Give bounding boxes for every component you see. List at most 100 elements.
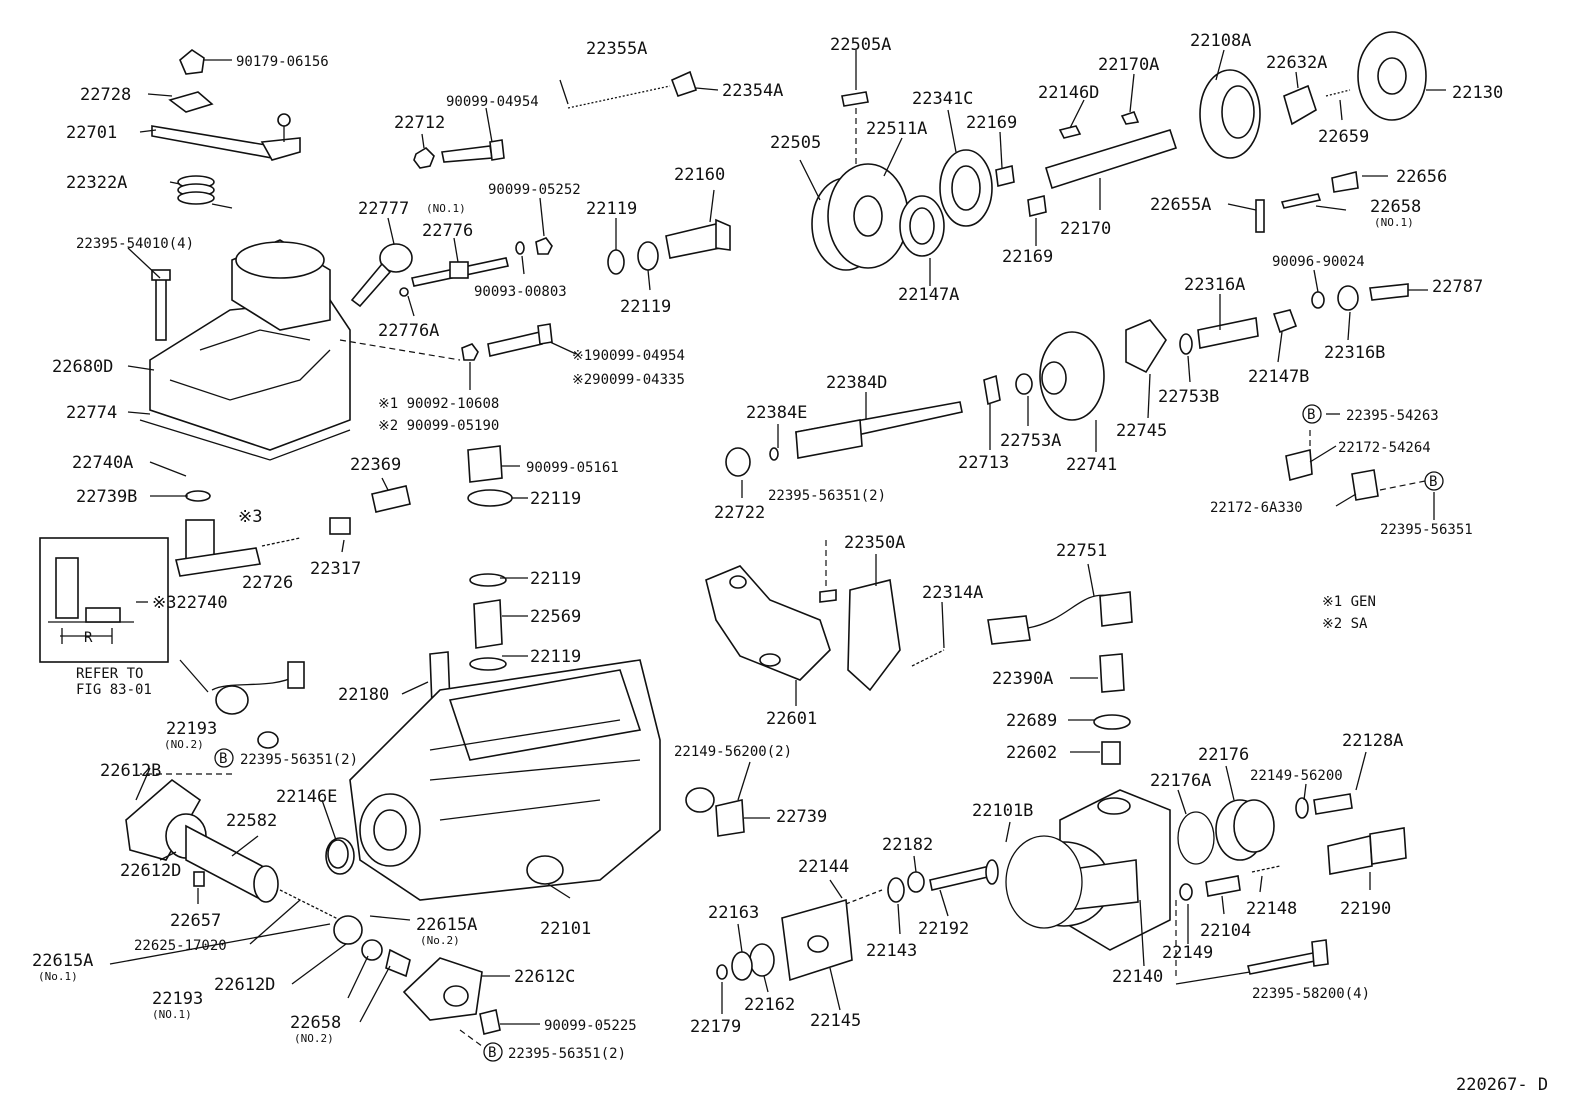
part-callout: 22751	[1056, 541, 1107, 561]
part-callout: 90179-06156	[236, 54, 329, 70]
part-callout: 22612D	[214, 975, 275, 995]
part-callout: 22739B	[76, 487, 137, 507]
part-callout: 22190	[1340, 899, 1391, 919]
part-callout-note: (NO.1)	[426, 202, 466, 215]
note-gen: ※1 GEN	[1322, 594, 1376, 610]
part-callout: 22395-54263	[1346, 408, 1439, 424]
part-callout: 22658	[290, 1013, 341, 1033]
part-callout: 22395-58200(4)	[1252, 986, 1370, 1002]
part-callout: 22602	[1006, 743, 1057, 763]
part-callout: 22355A	[586, 39, 647, 59]
part-callout: 22384E	[746, 403, 807, 423]
part-callout: 22317	[310, 559, 361, 579]
part-callout: 22144	[798, 857, 849, 877]
part-callout: 22140	[1112, 967, 1163, 987]
bolt-marker-letter: B	[488, 1045, 496, 1061]
part-callout: 22612C	[514, 967, 575, 987]
part-callout: 22390A	[992, 669, 1053, 689]
bolt-marker-b	[1424, 471, 1444, 491]
part-callout-note: (No.1)	[38, 970, 78, 983]
part-callout: 22148	[1246, 899, 1297, 919]
part-callout: ※190099-04954	[572, 348, 685, 364]
part-callout: 22314A	[922, 583, 983, 603]
part-callout: 90093-00803	[474, 284, 567, 300]
part-callout: 22108A	[1190, 31, 1251, 51]
part-callout-note: (NO.2)	[294, 1032, 334, 1045]
part-callout: 22160	[674, 165, 725, 185]
bolt-marker-letter: B	[1429, 474, 1437, 490]
part-callout: ※322740	[152, 593, 228, 613]
part-callout: 22316B	[1324, 343, 1385, 363]
part-callout: 22612B	[100, 761, 161, 781]
part-callout: 22656	[1396, 167, 1447, 187]
leader-lines	[109, 49, 1446, 1053]
part-callout: 22777	[358, 199, 409, 219]
bolt-marker-b	[214, 748, 234, 768]
part-callout: 22176	[1198, 745, 1249, 765]
part-callout: 22149-56200(2)	[674, 744, 792, 760]
part-callout: 22601	[766, 709, 817, 729]
part-callout: 22341C	[912, 89, 973, 109]
part-callout: 22395-56351(2)	[240, 752, 358, 768]
part-callout: 22658	[1370, 197, 1421, 217]
part-callout: 22689	[1006, 711, 1057, 731]
part-callout: 22130	[1452, 83, 1503, 103]
part-callout: 22582	[226, 811, 277, 831]
part-callout: 22774	[66, 403, 117, 423]
part-callout: 22193	[152, 989, 203, 1009]
part-callout: 22176A	[1150, 771, 1211, 791]
part-callout: 22316A	[1184, 275, 1245, 295]
part-callout: 22505A	[830, 35, 891, 55]
part-callout: 22128A	[1342, 731, 1403, 751]
diagram-id: 220267- D	[1456, 1075, 1548, 1095]
part-callout: 22728	[80, 85, 131, 105]
part-callout: 22119	[530, 647, 581, 667]
part-callout: 22659	[1318, 127, 1369, 147]
part-callout: 22149-56200	[1250, 768, 1343, 784]
part-callout: 90099-05225	[544, 1018, 637, 1034]
part-callout: 22119	[530, 569, 581, 589]
part-callout: 22147A	[898, 285, 959, 305]
part-callout: 22395-56351	[1380, 522, 1473, 538]
bolt-marker-letter: B	[1307, 407, 1315, 423]
part-callout: 22740A	[72, 453, 133, 473]
parts-drawing	[39, 31, 1431, 1035]
part-callout: 22395-56351(2)	[508, 1046, 626, 1062]
part-callout: 22147B	[1248, 367, 1309, 387]
part-callout: 22172-54264	[1338, 440, 1431, 456]
part-callout: 22625-17020	[134, 938, 227, 954]
part-callout: 22655A	[1150, 195, 1211, 215]
part-callout-note: (NO.1)	[1374, 216, 1414, 229]
part-callout: 22163	[708, 903, 759, 923]
bolt-markers: B B B B	[214, 404, 1444, 1062]
bolt-marker-b	[483, 1042, 503, 1062]
part-callout: 22162	[744, 995, 795, 1015]
part-callout: 22753A	[1000, 431, 1061, 451]
inset-dimension-label: R	[84, 630, 93, 646]
part-callout: ※3	[238, 507, 262, 527]
part-callout: 22657	[170, 911, 221, 931]
bolt-marker-letter: B	[219, 751, 227, 767]
part-callout: 22149	[1162, 943, 1213, 963]
part-callout: 22145	[810, 1011, 861, 1031]
part-callout: 22180	[338, 685, 389, 705]
part-callout: 22776	[422, 221, 473, 241]
diagram-notes: ※1 GEN ※2 SA REFER TO FIG 83-01 R 220267…	[76, 594, 1548, 1095]
part-callout-note: (NO.1)	[152, 1008, 192, 1021]
part-callout: 22739	[776, 807, 827, 827]
part-callout: 22741	[1066, 455, 1117, 475]
part-callout: 22511A	[866, 119, 927, 139]
part-callout: 22193	[166, 719, 217, 739]
part-callout: 22632A	[1266, 53, 1327, 73]
part-callout: 22369	[350, 455, 401, 475]
part-callout: 22172-6A330	[1210, 500, 1303, 516]
part-callout: 22182	[882, 835, 933, 855]
part-callout: 22101	[540, 919, 591, 939]
part-callout: 22776A	[378, 321, 439, 341]
part-callout: 22615A	[416, 915, 477, 935]
part-callout: 22322A	[66, 173, 127, 193]
part-callout: 22569	[530, 607, 581, 627]
note-sa: ※2 SA	[1322, 616, 1368, 632]
part-callout: 90099-05161	[526, 460, 619, 476]
